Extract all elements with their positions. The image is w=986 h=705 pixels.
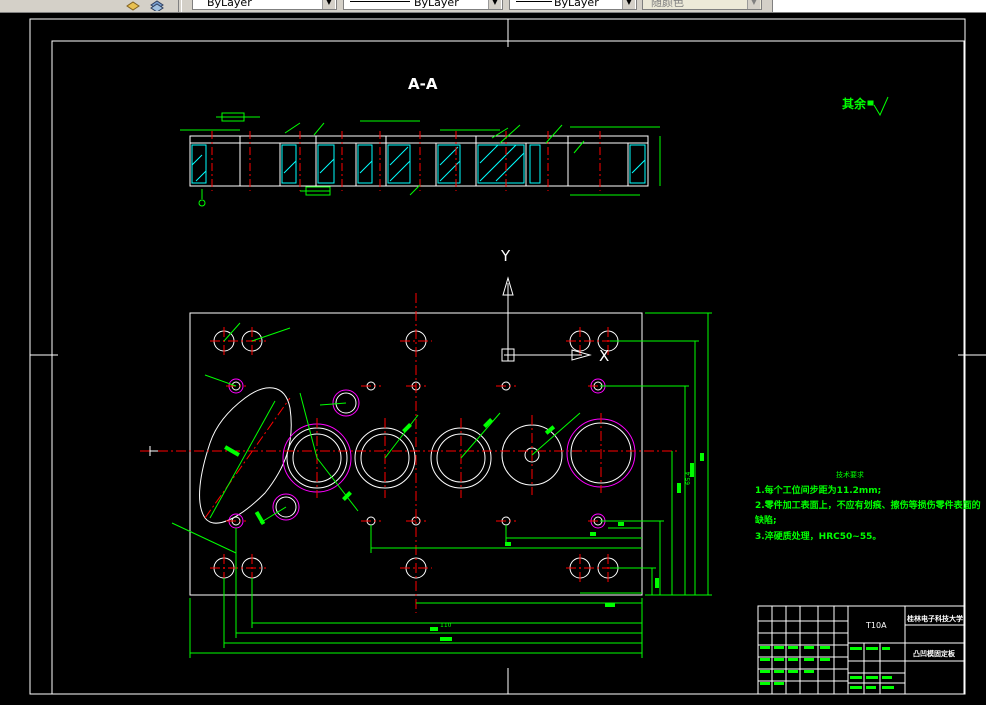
tech-note-1: 1.每个工位间步距为11.2mm; (755, 484, 881, 496)
roughness-note: 其余 (842, 96, 867, 111)
punch-holes (213, 330, 632, 579)
dimension-lines (171, 312, 712, 658)
drawing-canvas[interactable]: A-A 其余 Y X 110 65.4 技术要求 1.每个工位间步距为11.2m… (0, 13, 986, 701)
chevron-down-icon[interactable]: ▼ (622, 0, 635, 9)
tech-note-3: 缺陷; (754, 514, 777, 526)
material-text: T10A (865, 621, 887, 630)
lineweight-combo[interactable]: ByLayer ▼ (509, 0, 637, 10)
plan-view (140, 276, 712, 658)
linetype-preview (350, 1, 410, 2)
tech-note-4: 3.淬硬质处理，HRC50~55。 (755, 530, 881, 542)
roughness-symbol (867, 96, 889, 117)
outer-frame (29, 18, 966, 695)
section-view (180, 112, 661, 207)
dim-width-text: 110 (440, 622, 452, 629)
axis-x-label: X (599, 347, 609, 365)
title-block (757, 605, 965, 695)
linetype-combo[interactable]: ByLayer ▼ (343, 0, 503, 10)
toolbar-separator (178, 0, 182, 12)
linetype-combo-value: ByLayer (414, 0, 459, 9)
plotstyle-combo[interactable]: 随颜色 ▼ (642, 0, 762, 10)
lineweight-combo-value: ByLayer (554, 0, 599, 9)
section-title: A-A (408, 75, 438, 93)
chevron-down-icon[interactable]: ▼ (322, 0, 335, 9)
tech-note-2: 2.零件加工表面上，不应有划痕、擦伤等损伤零件表面的 (755, 499, 981, 511)
dim-height-text: 65.4 (685, 471, 692, 485)
chevron-down-icon[interactable]: ▼ (747, 0, 760, 9)
ucs-icon (501, 276, 592, 362)
dimension-text-blocks (224, 418, 704, 641)
properties-toolbar: ByLayer ▼ ByLayer ▼ ByLayer ▼ 随颜色 ▼ (0, 0, 986, 13)
layer-combo-value: ByLayer (207, 0, 252, 9)
axis-y-label: Y (500, 247, 511, 265)
layer-combo[interactable]: ByLayer ▼ (192, 0, 337, 10)
datum-marker (149, 446, 158, 456)
center-lines (140, 293, 680, 613)
tech-requirements-title: 技术要求 (836, 470, 864, 479)
plotstyle-combo-value: 随颜色 (651, 0, 684, 9)
thread-circles (228, 378, 636, 529)
frame-center-marks (30, 19, 986, 694)
layer-state-icon[interactable] (126, 0, 140, 11)
slot-outline (199, 387, 292, 524)
lineweight-preview (516, 1, 552, 2)
title-block-small-text (760, 646, 894, 689)
school-name: 桂林电子科技大学 (906, 614, 963, 623)
datum-symbol (198, 199, 206, 207)
toolbar-right-edge (772, 0, 986, 12)
layers-icon[interactable] (150, 0, 164, 12)
inner-frame (51, 40, 965, 695)
chevron-down-icon[interactable]: ▼ (488, 0, 501, 9)
part-name: 凸凹模固定板 (913, 649, 956, 658)
